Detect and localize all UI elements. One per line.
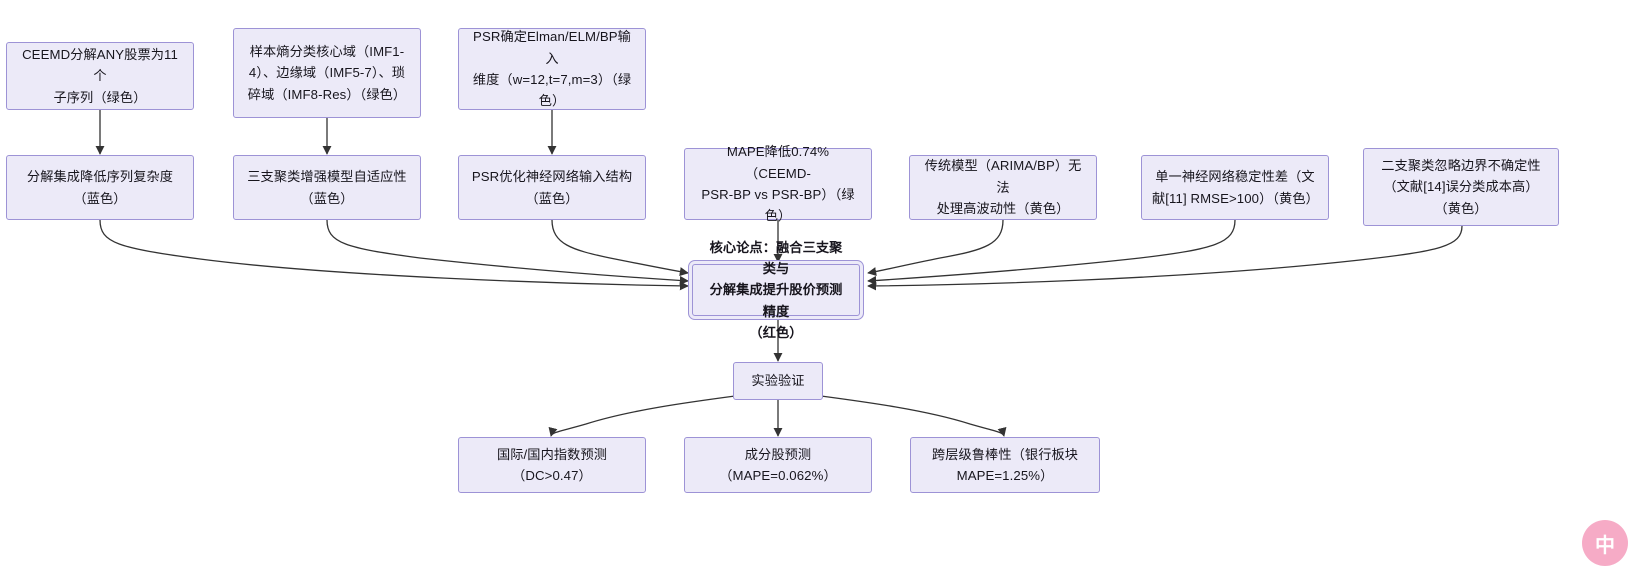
node-sampen-label: 样本熵分类核心域（IMF1- 4）、边缘域（IMF5-7）、琐 碎域（IMF8-… [247, 43, 407, 102]
edge-psropt-to-core [551, 219, 689, 277]
node-two-way-clustering[interactable]: 二支聚类忽略边界不确定性 （文献[14]误分类成本高） （黄色） [1363, 148, 1559, 226]
node-component-stock-prediction-label: 成分股预测 （MAPE=0.062%） [719, 446, 837, 483]
node-three-way-clustering[interactable]: 三支聚类增强模型自适应性 （蓝色） [233, 155, 421, 220]
node-three-way-clustering-label: 三支聚类增强模型自适应性 （蓝色） [247, 169, 407, 206]
node-mape-improvement[interactable]: MAPE降低0.74%（CEEMD- PSR-BP vs PSR-BP）（绿 色… [684, 144, 872, 223]
node-core-argument-label: 核心论点：融合三支聚类与 分解集成提升股价预测精度 （红色） [709, 239, 843, 341]
node-traditional-model[interactable]: 传统模型（ARIMA/BP）无法 处理高波动性（黄色） [909, 155, 1097, 220]
node-index-prediction[interactable]: 国际/国内指数预测 （DC>0.47） [458, 437, 646, 493]
node-index-prediction-label: 国际/国内指数预测 （DC>0.47） [496, 446, 608, 483]
node-single-neural-network-label: 单一神经网络稳定性差（文 献[11] RMSE>100）（黄色） [1152, 169, 1319, 206]
node-component-stock-prediction[interactable]: 成分股预测 （MAPE=0.062%） [684, 437, 872, 493]
node-core-argument[interactable]: 核心论点：融合三支聚类与 分解集成提升股价预测精度 （红色） [692, 240, 860, 340]
node-experiment-validation[interactable]: 实验验证 [733, 362, 823, 400]
node-psr-optimization[interactable]: PSR优化神经网络输入结构 （蓝色） [458, 155, 646, 220]
node-mape-improvement-label: MAPE降低0.74%（CEEMD- PSR-BP vs PSR-BP）（绿 色… [701, 144, 855, 224]
node-single-neural-network[interactable]: 单一神经网络稳定性差（文 献[11] RMSE>100）（黄色） [1141, 155, 1329, 220]
node-psr-input[interactable]: PSR确定Elman/ELM/BP输入 维度（w=12,t=7,m=3）（绿 色… [458, 28, 646, 110]
node-cross-layer-robustness[interactable]: 跨层级鲁棒性（银行板块 MAPE=1.25%） [910, 437, 1100, 493]
node-sampen[interactable]: 样本熵分类核心域（IMF1- 4）、边缘域（IMF5-7）、琐 碎域（IMF8-… [233, 28, 421, 118]
node-traditional-model-label: 传统模型（ARIMA/BP）无法 处理高波动性（黄色） [924, 158, 1082, 217]
node-psr-input-label: PSR确定Elman/ELM/BP输入 维度（w=12,t=7,m=3）（绿 色… [472, 29, 632, 109]
edge-twoway-to-core [867, 225, 1463, 291]
node-ceemd[interactable]: CEEMD分解ANY股票为11个 子序列（绿色） [6, 42, 194, 110]
node-ceemd-label: CEEMD分解ANY股票为11个 子序列（绿色） [22, 46, 178, 105]
watermark-badge: 中 [1582, 520, 1628, 566]
node-two-way-clustering-label: 二支聚类忽略边界不确定性 （文献[14]误分类成本高） （黄色） [1381, 157, 1541, 216]
node-experiment-validation-label: 实验验证 [751, 373, 805, 389]
edge-experiment-to-robust [820, 395, 1007, 437]
node-decomposition-label: 分解集成降低序列复杂度 （蓝色） [26, 169, 174, 206]
edge-arima-to-core [867, 219, 1004, 277]
edge-singlenn-to-core [867, 219, 1236, 286]
edge-decomp-to-core [99, 219, 689, 291]
edge-threeway-to-core [326, 219, 689, 286]
edge-experiment-to-index [548, 395, 736, 437]
node-cross-layer-robustness-label: 跨层级鲁棒性（银行板块 MAPE=1.25%） [931, 446, 1079, 483]
node-psr-optimization-label: PSR优化神经网络输入结构 （蓝色） [471, 169, 633, 206]
node-decomposition[interactable]: 分解集成降低序列复杂度 （蓝色） [6, 155, 194, 220]
watermark-glyph: 中 [1595, 534, 1615, 557]
